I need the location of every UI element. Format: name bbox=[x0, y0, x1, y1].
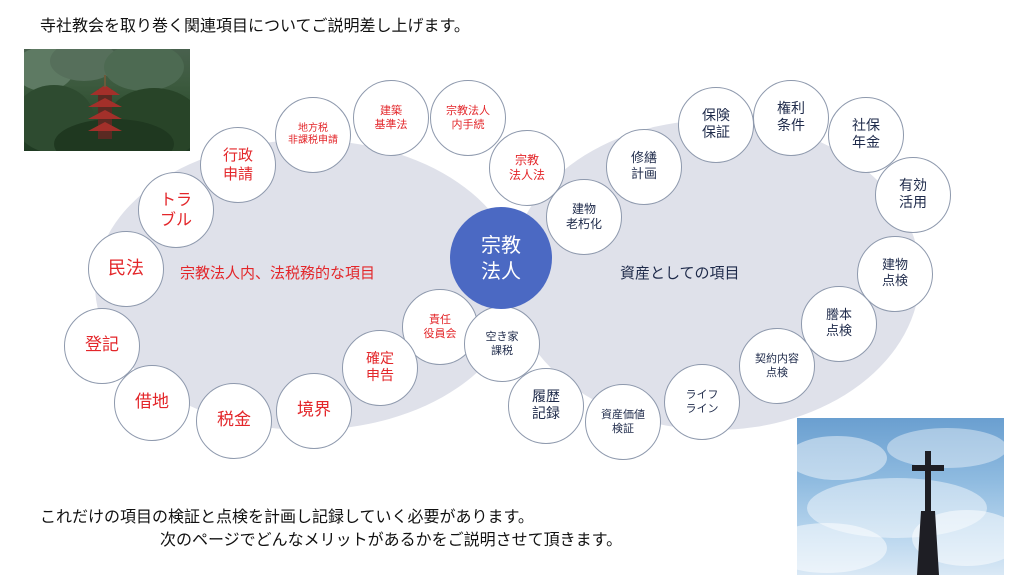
item-trouble: トラ ブル bbox=[138, 172, 214, 248]
page-heading: 寺社教会を取り巻く関連項目についてご説明差し上げます。 bbox=[40, 16, 470, 35]
item-history-record: 履歴 記録 bbox=[508, 368, 584, 444]
left-region-label: 宗教法人内、法税務的な項目 bbox=[180, 264, 376, 282]
item-civil-law: 民法 bbox=[88, 231, 164, 307]
footer-line-2: 次のページでどんなメリットがあるかをご説明させて頂きます。 bbox=[160, 530, 623, 549]
item-leased-land: 借地 bbox=[114, 365, 190, 441]
item-vacant-house-tax: 空き家 課税 bbox=[464, 306, 540, 382]
item-asset-value: 資産価値 検証 bbox=[585, 384, 661, 460]
item-lifeline: ライフ ライン bbox=[664, 364, 740, 440]
item-insurance: 保険 保証 bbox=[678, 87, 754, 163]
right-region-label: 資産としての項目 bbox=[620, 264, 740, 282]
item-building-standards: 建築 基準法 bbox=[353, 80, 429, 156]
church-cross-photo bbox=[797, 418, 1004, 575]
item-boundary: 境界 bbox=[276, 373, 352, 449]
item-local-tax-exemption: 地方税 非課税申請 bbox=[275, 97, 351, 173]
footer-line-1: これだけの項目の検証と点検を計画し記録していく必要があります。 bbox=[40, 507, 534, 526]
item-administrative-application: 行政 申請 bbox=[200, 127, 276, 203]
item-registration: 登記 bbox=[64, 308, 140, 384]
item-building-aging: 建物 老朽化 bbox=[546, 179, 622, 255]
item-internal-procedures: 宗教法人 内手続 bbox=[430, 80, 506, 156]
item-building-inspection: 建物 点検 bbox=[857, 236, 933, 312]
item-social-insurance: 社保 年金 bbox=[828, 97, 904, 173]
item-register-check: 謄本 点検 bbox=[801, 286, 877, 362]
item-contract-check: 契約内容 点検 bbox=[739, 328, 815, 404]
item-religious-corporation-act: 宗教 法人法 bbox=[489, 130, 565, 206]
item-tax-return: 確定 申告 bbox=[342, 330, 418, 406]
item-effective-use: 有効 活用 bbox=[875, 157, 951, 233]
temple-photo bbox=[24, 49, 190, 151]
item-rights-conditions: 権利 条件 bbox=[753, 80, 829, 156]
item-repair-plan: 修繕 計画 bbox=[606, 129, 682, 205]
center-religious-corporation: 宗教 法人 bbox=[450, 207, 552, 309]
item-taxes: 税金 bbox=[196, 383, 272, 459]
